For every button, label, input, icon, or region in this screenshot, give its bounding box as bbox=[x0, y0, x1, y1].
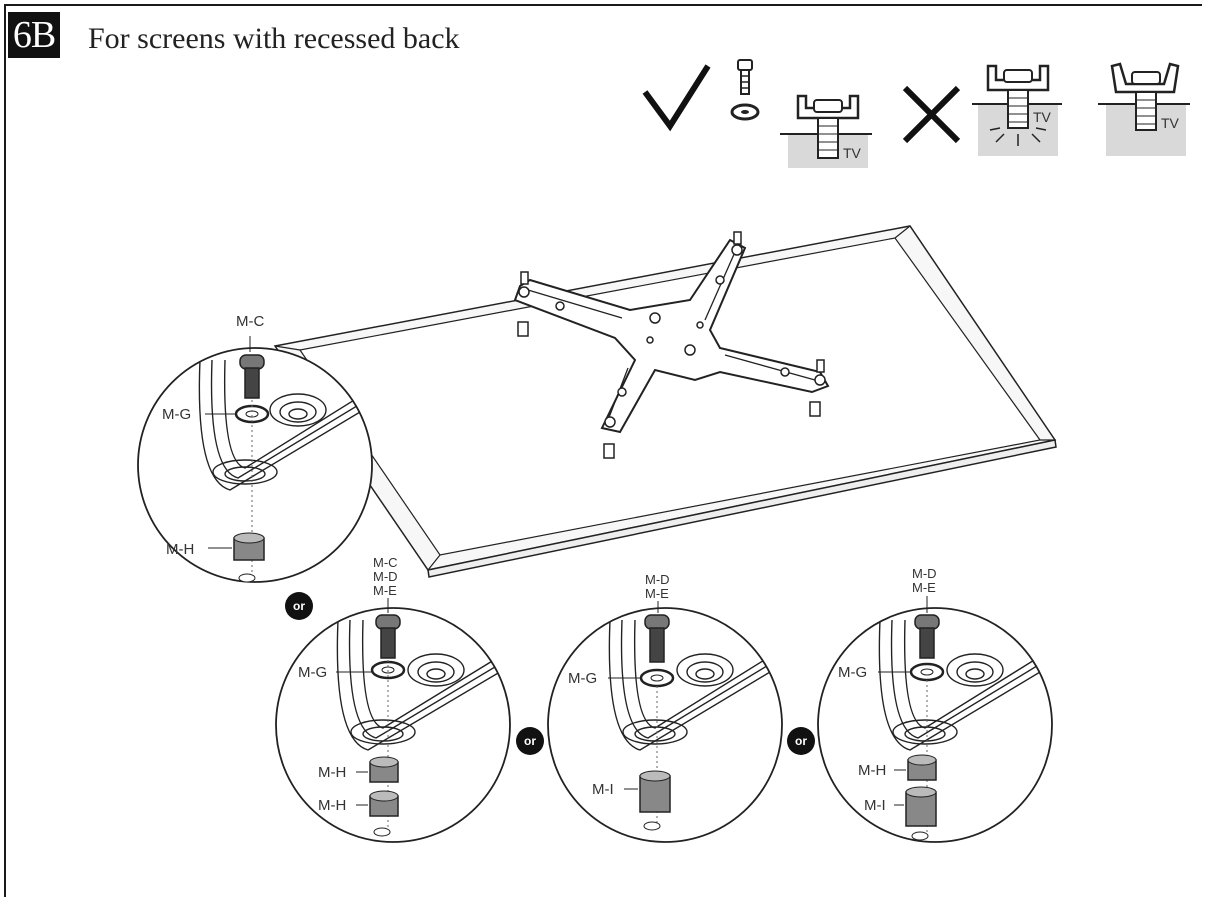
mount-correct-icon: TV bbox=[780, 94, 872, 168]
svg-text:M-E: M-E bbox=[912, 580, 936, 595]
check-mark-icon bbox=[642, 64, 711, 132]
mount-incorrect-icon: TV bbox=[972, 64, 1062, 156]
vesa-bracket bbox=[513, 231, 830, 459]
svg-text:M-H: M-H bbox=[318, 797, 346, 814]
detail-circle-4: M-D M-E M-G M-H M-I bbox=[817, 566, 1053, 843]
svg-text:M-I: M-I bbox=[592, 781, 614, 798]
svg-text:M-H: M-H bbox=[318, 764, 346, 781]
svg-text:M-E: M-E bbox=[645, 586, 669, 601]
svg-text:TV: TV bbox=[1033, 109, 1052, 125]
page-title: For screens with recessed back bbox=[88, 22, 460, 55]
svg-text:or: or bbox=[524, 734, 536, 748]
or-badge-3: or bbox=[787, 727, 815, 755]
detail-circle-3: M-D M-E M-G M-I bbox=[547, 572, 783, 843]
svg-text:M-I: M-I bbox=[864, 797, 886, 814]
svg-text:M-E: M-E bbox=[373, 583, 397, 598]
svg-text:M-D: M-D bbox=[912, 566, 937, 581]
label-mg: M-G bbox=[162, 406, 191, 423]
legend-correct: TV bbox=[642, 59, 872, 168]
step-badge: 6B bbox=[8, 12, 60, 58]
svg-text:M-C: M-C bbox=[373, 555, 398, 570]
svg-text:or: or bbox=[293, 599, 305, 613]
cross-mark-icon bbox=[902, 85, 961, 144]
svg-text:TV: TV bbox=[1161, 115, 1180, 131]
detail-circle-2: M-C M-D M-E M-G M-H M-H bbox=[275, 555, 511, 843]
svg-text:M-D: M-D bbox=[373, 569, 398, 584]
spacer-mh bbox=[233, 532, 265, 561]
mount-gap-icon: TV bbox=[1098, 62, 1190, 156]
label-mh: M-H bbox=[166, 541, 194, 558]
svg-text:M-H: M-H bbox=[858, 762, 886, 779]
washer-mg bbox=[234, 404, 270, 424]
legend-incorrect: TV TV bbox=[902, 62, 1190, 156]
svg-text:M-G: M-G bbox=[298, 664, 327, 681]
label-mc: M-C bbox=[236, 313, 264, 330]
svg-text:M-D: M-D bbox=[645, 572, 670, 587]
or-badge-1: or bbox=[285, 592, 313, 620]
svg-text:or: or bbox=[795, 734, 807, 748]
tv-panel bbox=[273, 225, 1057, 578]
or-badge-2: or bbox=[516, 727, 544, 755]
screw-mc bbox=[239, 354, 265, 399]
svg-text:M-G: M-G bbox=[838, 664, 867, 681]
svg-text:M-G: M-G bbox=[568, 670, 597, 687]
page-frame bbox=[4, 4, 1202, 897]
svg-text:TV: TV bbox=[843, 145, 862, 161]
screw-washer-icon bbox=[730, 59, 760, 121]
detail-circle-1: M-C M-G M-H bbox=[137, 313, 373, 583]
